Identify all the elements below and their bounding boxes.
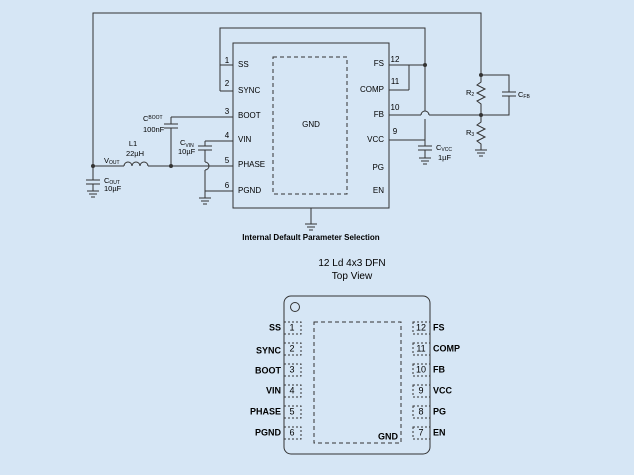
pkg-pin-3-num: 3 <box>289 364 294 374</box>
pkg-pad-2 <box>283 342 302 356</box>
pkg-pin-2-name: SYNC <box>256 345 282 355</box>
pkg-pin-9-name: VCC <box>433 385 453 395</box>
r3-resistor <box>475 115 487 150</box>
pkg-pin-12-name: FS <box>433 322 445 332</box>
l1-label: L1 <box>129 139 137 148</box>
ic-pin-4-num: 4 <box>225 131 230 140</box>
ic-gnd-label: GND <box>302 120 320 129</box>
ic-pin-3-num: 3 <box>225 107 230 116</box>
pkg-pin-2-num: 2 <box>289 343 294 353</box>
pkg-pin-8-num: 8 <box>418 406 423 416</box>
vout-label: VOUT <box>104 156 120 166</box>
ic-pin-9-num: 9 <box>393 127 398 136</box>
ic-pin-5-name: PHASE <box>238 160 265 169</box>
ic-pin-11-num: 11 <box>391 77 400 86</box>
ic-pin-12-num: 12 <box>391 55 400 64</box>
ic-pin-9-name: VCC <box>367 135 384 144</box>
ic-pin-2-name: SYNC <box>238 86 260 95</box>
pkg-pad-3 <box>283 363 302 377</box>
pkg-pin-7-name: EN <box>433 427 446 437</box>
ic-pin-11-name: COMP <box>360 85 384 94</box>
ic-exposed-pad <box>272 56 348 195</box>
package-subtitle: Top View <box>332 271 373 282</box>
pkg-pad-1 <box>283 321 302 335</box>
ic-pin-4-name: VIN <box>238 135 252 144</box>
ic-pin-5-num: 5 <box>225 156 230 165</box>
r2-label: R2 <box>466 88 474 98</box>
pin1-marker <box>290 302 300 312</box>
ic-pin-12-name: FS <box>374 59 384 68</box>
pkg-pin-6-num: 6 <box>289 427 294 437</box>
ic-pin-10-name: FB <box>374 110 384 119</box>
pkg-pad-4 <box>283 384 302 398</box>
pkg-pin-10-num: 10 <box>416 364 426 374</box>
pkg-pin-4-num: 4 <box>289 385 294 395</box>
ground-symbol <box>419 157 431 165</box>
package-body <box>283 295 431 455</box>
cout-value: 10µF <box>104 184 122 193</box>
cboot-value: 100nF <box>143 125 165 134</box>
inductor-l1 <box>123 161 149 167</box>
pkg-pin-1-name: SS <box>269 322 281 332</box>
pkg-pin-8-name: PG <box>433 406 446 416</box>
cout-label: COUT <box>104 176 120 186</box>
ic-en-label: EN <box>373 186 384 195</box>
pkg-pad-5 <box>283 405 302 419</box>
junctions <box>91 63 483 168</box>
package-title: 12 Ld 4x3 DFN <box>318 258 385 269</box>
schematic <box>86 12 516 231</box>
l1-value: 22µH <box>126 149 144 158</box>
package-exposed-pad <box>313 321 402 444</box>
ic-pin-3-name: BOOT <box>238 111 261 120</box>
cvin-label: CVIN <box>180 138 194 149</box>
pkg-pin-5-name: PHASE <box>250 406 281 416</box>
ground-symbol <box>199 197 211 205</box>
schematic-caption: Internal Default Parameter Selection <box>242 233 379 242</box>
pkg-pin-12-num: 12 <box>416 322 426 332</box>
pkg-pin-1-num: 1 <box>289 322 294 332</box>
pkg-pin-7-num: 7 <box>418 427 423 437</box>
pkg-pin-11-num: 11 <box>416 343 425 353</box>
r2-resistor <box>475 75 487 115</box>
pkg-pin-11-name: COMP <box>433 343 460 353</box>
ic-pin-6-num: 6 <box>225 181 230 190</box>
r3-label: R3 <box>466 128 474 138</box>
ic-pin-1-name: SS <box>238 60 249 69</box>
cvcc-label: CVCC <box>436 143 452 153</box>
pkg-pin-9-num: 9 <box>418 385 423 395</box>
ic-pin-1-num: 1 <box>225 56 230 65</box>
pkg-pad-6 <box>283 426 302 440</box>
pkg-pad-9 <box>412 384 431 398</box>
ground-symbol <box>87 190 99 198</box>
ic-pin-10-num: 10 <box>391 103 400 112</box>
pkg-pin-6-name: PGND <box>255 427 282 437</box>
cfb-label: CFB <box>518 90 530 100</box>
pkg-pad-11 <box>412 342 431 356</box>
cvcc-value: 1µF <box>438 153 451 162</box>
pkg-pad-12 <box>412 321 431 335</box>
ic-pg-label: PG <box>372 163 384 172</box>
pkg-pad-10 <box>412 363 431 377</box>
cvin-value: 10µF <box>178 147 196 156</box>
pkg-gnd-label: GND <box>378 431 399 441</box>
ic-pin-6-name: PGND <box>238 186 261 195</box>
ic-pin-2-num: 2 <box>225 79 230 88</box>
pkg-pin-3-name: BOOT <box>255 365 282 375</box>
pkg-pin-4-name: VIN <box>266 385 281 395</box>
pkg-pad-8 <box>412 405 431 419</box>
pkg-pad-7 <box>412 426 431 440</box>
ground-symbol <box>305 223 317 231</box>
cboot-label: CBOOT <box>143 114 163 123</box>
ground-symbol <box>475 149 487 157</box>
pkg-pin-10-name: FB <box>433 364 445 374</box>
pkg-pin-5-num: 5 <box>289 406 294 416</box>
